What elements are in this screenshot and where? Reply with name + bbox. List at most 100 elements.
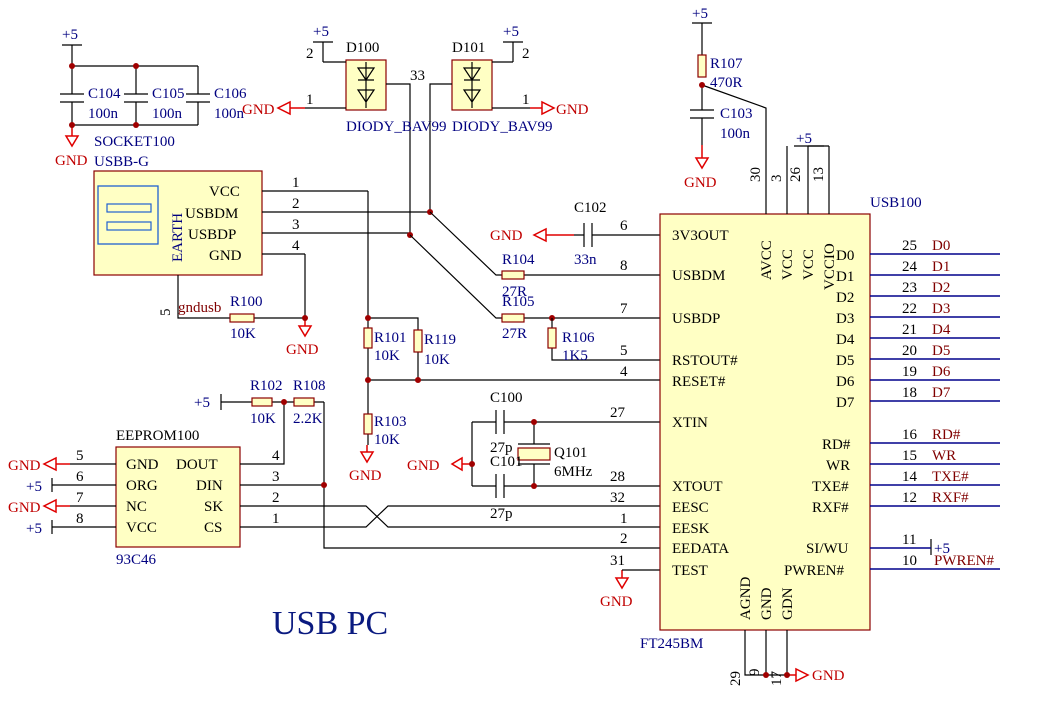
svg-text:6: 6 <box>76 469 84 485</box>
svg-text:33n: 33n <box>574 252 597 268</box>
svg-text:D100: D100 <box>346 40 379 56</box>
svg-text:VCC: VCC <box>801 249 817 280</box>
svg-text:RXF#: RXF# <box>812 500 849 516</box>
svg-text:17: 17 <box>769 671 785 687</box>
svg-text:GND: GND <box>759 587 775 620</box>
svg-text:21: 21 <box>902 322 917 338</box>
plus5-symbol-r107: +5 <box>692 6 712 55</box>
svg-text:USBDM: USBDM <box>185 206 238 222</box>
svg-text:4: 4 <box>620 364 628 380</box>
svg-text:GND: GND <box>8 500 41 516</box>
gnd-eeprom-gnd: GND <box>8 456 70 474</box>
svg-text:3: 3 <box>272 469 280 485</box>
svg-text:2.2K: 2.2K <box>293 411 323 427</box>
svg-text:FT245BM: FT245BM <box>640 636 703 652</box>
resistor-r100: R100 10K <box>229 294 263 342</box>
svg-text:2: 2 <box>272 490 280 506</box>
decoupling-caps: C104 100n C105 100n C106 100n <box>60 63 247 128</box>
svg-text:D4: D4 <box>836 332 855 348</box>
svg-text:D6: D6 <box>932 364 951 380</box>
svg-text:27: 27 <box>610 405 626 421</box>
resistor-r103: R103 10K <box>363 413 407 448</box>
svg-text:DIN: DIN <box>196 478 223 494</box>
svg-text:RD#: RD# <box>932 427 961 443</box>
svg-text:GND: GND <box>126 457 159 473</box>
svg-text:13: 13 <box>811 167 827 182</box>
resistor-r101: R101 10K <box>363 327 407 364</box>
svg-text:18: 18 <box>902 385 917 401</box>
page-title: USB PC <box>272 605 388 642</box>
svg-text:2: 2 <box>292 196 300 212</box>
svg-text:CS: CS <box>204 520 222 536</box>
svg-text:10K: 10K <box>250 411 276 427</box>
svg-text:15: 15 <box>902 448 917 464</box>
svg-text:32: 32 <box>610 490 625 506</box>
svg-text:USBDP: USBDP <box>188 227 236 243</box>
svg-text:100n: 100n <box>214 106 245 122</box>
ft245bm-chip: USB100 3V3OUT USBDM USBDP RSTOUT# RESET#… <box>610 167 922 687</box>
svg-text:28: 28 <box>610 469 625 485</box>
resistor-r104: R104 27R <box>501 252 535 300</box>
svg-text:5: 5 <box>620 343 628 359</box>
svg-text:GND: GND <box>684 175 717 191</box>
svg-text:USBDP: USBDP <box>672 311 720 327</box>
svg-text:27R: 27R <box>502 326 527 342</box>
svg-text:DIODY_BAV99: DIODY_BAV99 <box>452 119 553 135</box>
svg-text:+5: +5 <box>503 24 519 40</box>
plus5-symbol-diode2: +5 <box>503 24 523 62</box>
plus5-symbol-eeprom: +5 <box>194 394 222 411</box>
svg-text:14: 14 <box>902 469 918 485</box>
svg-text:C100: C100 <box>490 390 523 406</box>
svg-text:1: 1 <box>292 175 300 191</box>
svg-text:D1: D1 <box>836 269 854 285</box>
svg-text:10K: 10K <box>374 432 400 448</box>
gnd-d100: GND <box>242 100 305 118</box>
svg-text:WR: WR <box>826 458 850 474</box>
svg-text:6: 6 <box>620 218 628 234</box>
svg-text:RXF#: RXF# <box>932 490 969 506</box>
svg-text:27R: 27R <box>502 284 527 300</box>
gnd-test: GND <box>600 570 633 610</box>
svg-text:C103: C103 <box>720 106 753 122</box>
svg-text:EARTH: EARTH <box>170 213 186 262</box>
svg-text:27p: 27p <box>490 506 513 522</box>
svg-text:VCC: VCC <box>780 249 796 280</box>
svg-text:DIODY_BAV99: DIODY_BAV99 <box>346 119 447 135</box>
svg-text:+5: +5 <box>692 6 708 22</box>
eeprom: EEPROM100 GND ORG NC VCC DOUT DIN SK CS … <box>52 428 280 568</box>
svg-text:1: 1 <box>620 511 628 527</box>
svg-text:EESK: EESK <box>672 521 710 537</box>
svg-text:2: 2 <box>306 46 314 62</box>
resistor-r102: R102 10K <box>250 378 283 427</box>
svg-text:USB100: USB100 <box>870 195 922 211</box>
svg-text:R104: R104 <box>502 252 535 268</box>
svg-text:R105: R105 <box>502 294 535 310</box>
svg-text:R101: R101 <box>374 330 407 346</box>
svg-text:12: 12 <box>902 490 917 506</box>
svg-text:8: 8 <box>76 511 84 527</box>
usb-socket: SOCKET100 USBB-G EARTH VCC USBDM USBDP G… <box>93 134 430 319</box>
svg-text:+5: +5 <box>313 24 329 40</box>
svg-text:AGND: AGND <box>738 577 754 620</box>
svg-text:1: 1 <box>522 92 530 108</box>
gnd-d101: GND <box>530 100 589 118</box>
plus5-eeprom-org: +5 <box>26 478 53 495</box>
svg-text:GND: GND <box>209 248 242 264</box>
gnd-c103: GND <box>684 145 717 191</box>
svg-text:9: 9 <box>747 669 763 677</box>
svg-text:1K5: 1K5 <box>562 348 588 364</box>
svg-text:100n: 100n <box>720 126 751 142</box>
plus5-eeprom-vcc: +5 <box>26 520 53 537</box>
svg-text:100n: 100n <box>88 106 119 122</box>
svg-text:D3: D3 <box>836 311 854 327</box>
svg-text:GDN: GDN <box>780 587 796 620</box>
svg-text:+5: +5 <box>934 541 950 557</box>
svg-text:USBB-G: USBB-G <box>94 154 149 170</box>
svg-text:+5: +5 <box>26 521 42 537</box>
diode-d101: D101 2 1 DIODY_BAV99 <box>429 40 553 212</box>
svg-text:29: 29 <box>728 671 744 686</box>
crystal-circuit: C100 27p C101 27p Q101 6MHz <box>469 390 660 522</box>
svg-text:VCC: VCC <box>126 520 157 536</box>
gnd-bottom: GND <box>786 667 845 684</box>
